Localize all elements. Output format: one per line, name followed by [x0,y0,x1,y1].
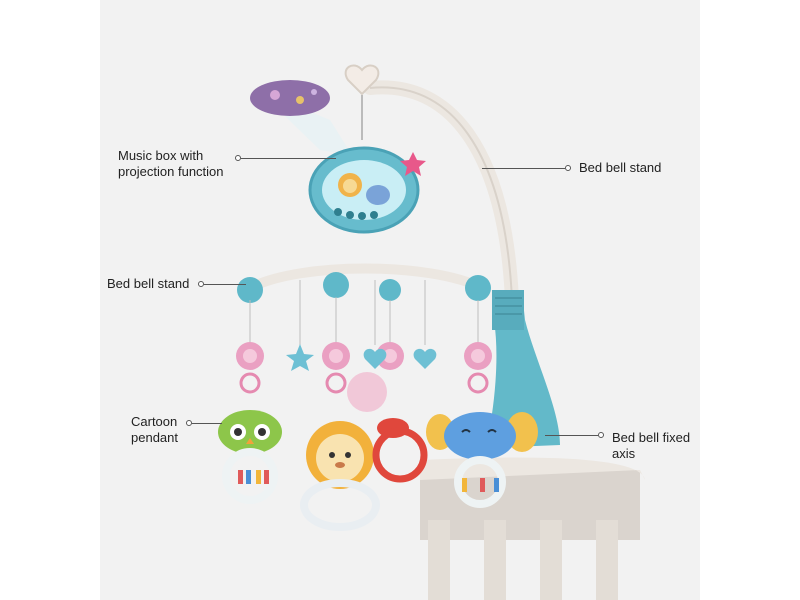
callout-dot [235,155,241,161]
elephant-pendant [426,412,538,508]
callout-leader [241,158,336,159]
callout-music-box: Music box with projection function [118,148,224,179]
bar-ball [237,277,263,303]
heart-hook-icon [344,64,380,96]
callout-dot [598,432,604,438]
callout-stand-right: Bed bell stand [579,160,662,175]
callout-leader [204,284,246,285]
callout-stand-left: Bed bell stand [107,276,190,291]
callout-dot [186,420,192,426]
callout-axis: Bed bell fixed axis [612,430,691,461]
star-pendant-icon [286,344,314,371]
projection-disc [250,80,330,116]
heart-pendant-icon [363,348,387,369]
owl-pendant [218,410,282,504]
fixed-axis [486,292,560,448]
callout-leader [192,423,222,424]
callout-leader [482,168,565,169]
callout-pendant: Cartoon pendant [131,414,178,445]
crab-pendant [372,418,428,483]
crib-rail [420,470,640,540]
callout-leader [545,435,598,436]
callout-dot [198,281,204,287]
flower-icon [236,342,264,394]
callout-dot [565,165,571,171]
elephant-icon [366,185,390,205]
star-button-icon [400,152,426,176]
hanging-bar [245,263,487,293]
pink-ball [347,372,387,412]
lion-pendant [300,421,380,531]
